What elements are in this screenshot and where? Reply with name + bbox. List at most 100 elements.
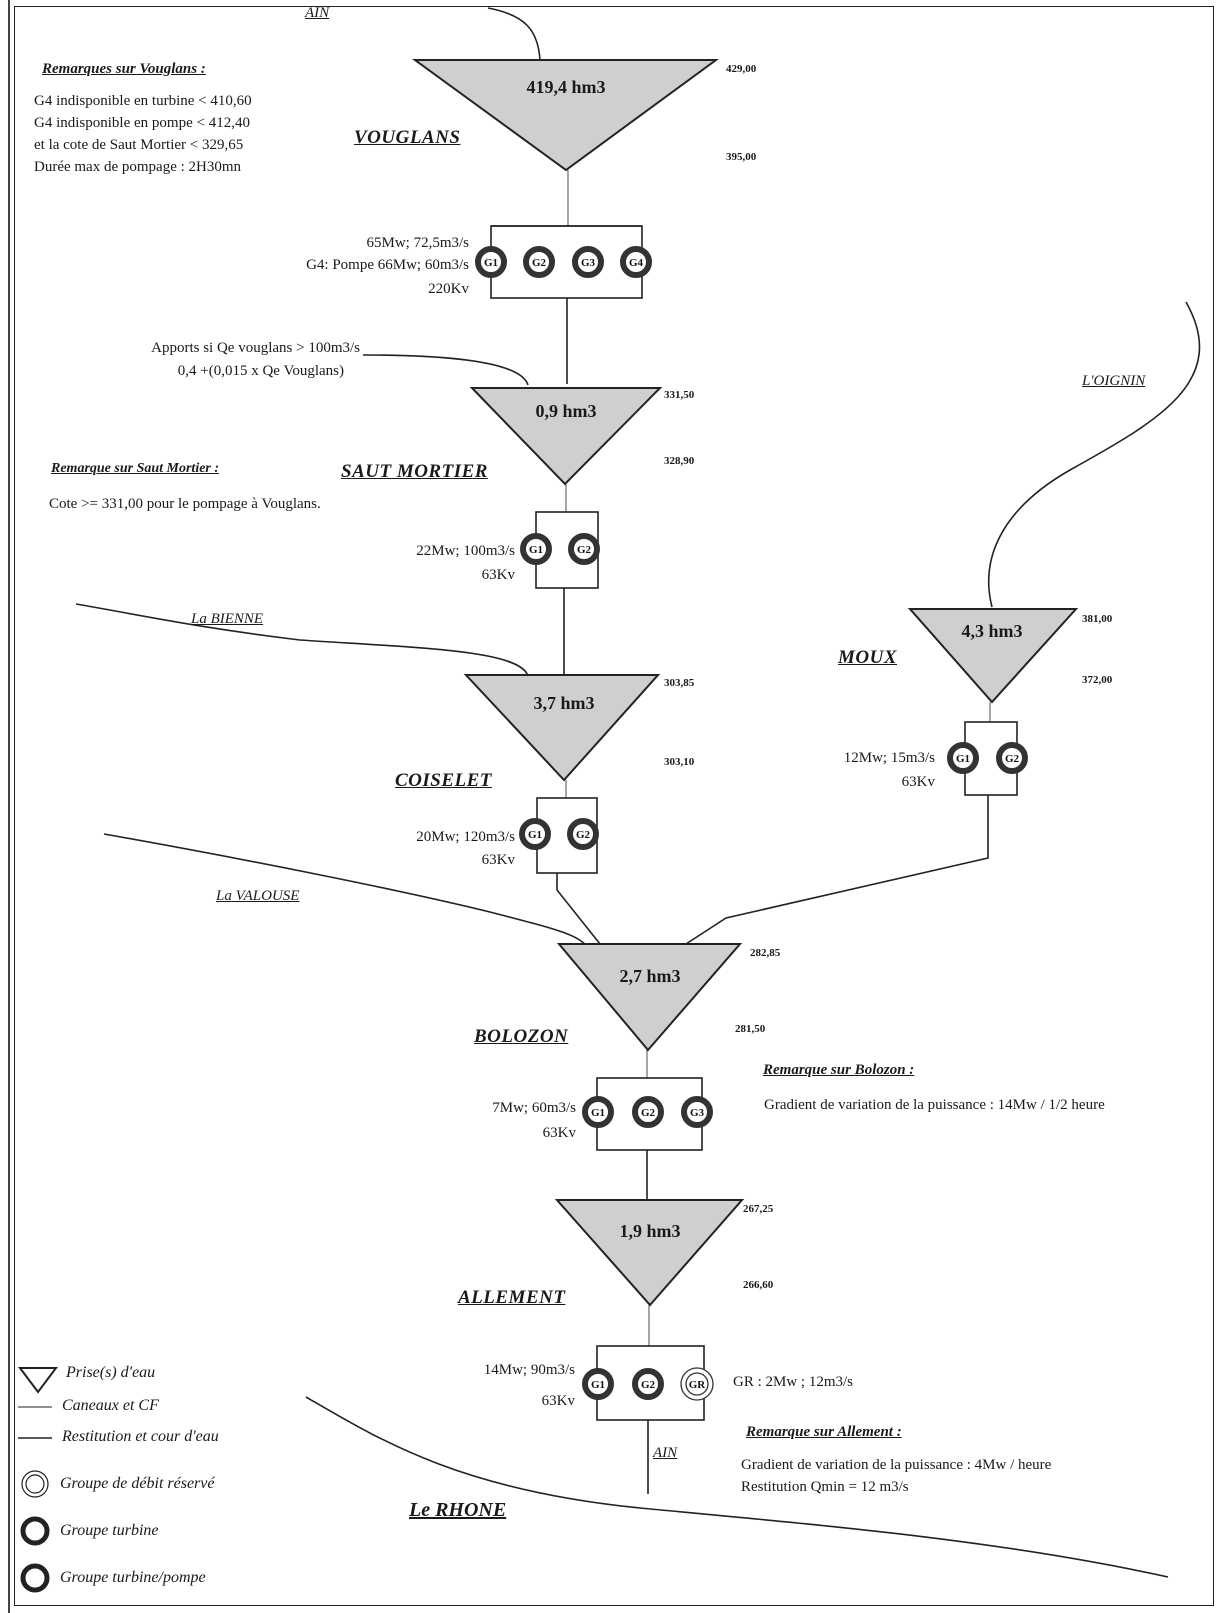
generator-label: G2 [1005, 753, 1020, 765]
elev-low-allement: 266,60 [743, 1279, 774, 1291]
station-name-bolozon: BOLOZON [474, 1026, 569, 1047]
reservoir-saut-mortier [469, 387, 663, 486]
remark-bolozon-title: Remarque sur Bolozon : [763, 1062, 915, 1078]
generator-label: GR [689, 1379, 707, 1391]
generator-label: G1 [956, 753, 970, 765]
elev-low-moux: 372,00 [1082, 674, 1113, 686]
remark-vouglans-title: Remarques sur Vouglans : [42, 61, 206, 77]
generator-saut-mortier-g2: G2 [568, 533, 600, 565]
volume-vouglans: 419,4 hm3 [526, 77, 606, 97]
generator-saut-mortier-g1: G1 [520, 533, 552, 565]
generator-coiselet-g2: G2 [567, 818, 599, 850]
generator-vouglans-g2: G2 [523, 246, 555, 278]
legend-turbine-pompe-label: Groupe turbine/pompe [60, 1569, 206, 1586]
elev-low-saut-mortier: 328,90 [664, 455, 695, 467]
generator-label: G1 [591, 1379, 605, 1391]
legend-pump-icon [20, 1563, 50, 1593]
river-bienne [75, 603, 529, 677]
spec-moux: 12Mw; 15m3/s [843, 750, 935, 766]
elev-low-vouglans: 395,00 [726, 151, 757, 163]
reservoir-moux [907, 608, 1079, 704]
generator-label: G1 [528, 829, 542, 841]
volume-moux: 4,3 hm3 [961, 621, 1023, 641]
diagram-frame [14, 6, 1214, 1606]
remark-vouglans-line: Durée max de pompage : 2H30mn [34, 159, 242, 175]
generator-allement-gr: GR [680, 1367, 714, 1401]
generator-moux-g1: G1 [947, 742, 979, 774]
elev-low-coiselet: 303,10 [664, 756, 695, 768]
generator-bolozon-g1: G1 [582, 1096, 614, 1128]
river-label-rhone: Le RHONE [409, 1499, 507, 1521]
generator-bolozon-g2: G2 [632, 1096, 664, 1128]
generator-vouglans-g1: G1 [475, 246, 507, 278]
station-name-vouglans: VOUGLANS [354, 127, 461, 148]
river-rhone [305, 1396, 1169, 1578]
legend-reserve-icon [21, 1470, 49, 1498]
river-label-oignin: L'OIGNIN [1082, 373, 1146, 389]
remark-allement-line: Restitution Qmin = 12 m3/s [741, 1479, 909, 1495]
elev-high-allement: 267,25 [743, 1203, 774, 1215]
generator-vouglans-g3: G3 [572, 246, 604, 278]
reservoir-vouglans [411, 59, 720, 172]
spec-coiselet: 20Mw; 120m3/s [416, 829, 515, 845]
generator-label: G3 [690, 1107, 705, 1119]
river-label-ain-top: AIN [305, 5, 330, 21]
legend-restitution-label: Restitution et cour d'eau [62, 1428, 219, 1445]
generator-label: G4 [629, 257, 644, 269]
elev-high-vouglans: 429,00 [726, 63, 757, 75]
spec-allement-gr: GR : 2Mw ; 12m3/s [733, 1374, 854, 1390]
spec-moux: 63Kv [901, 774, 935, 790]
river-label-ain-bottom: AIN [653, 1445, 678, 1461]
spec-bolozon: 7Mw; 60m3/s [492, 1100, 576, 1116]
station-name-allement: ALLEMENT [458, 1287, 566, 1308]
generator-label: G2 [641, 1107, 656, 1119]
remark-allement-line: Gradient de variation de la puissance : … [741, 1457, 1052, 1473]
legend-triangle-icon [18, 1367, 58, 1394]
remark-vouglans-line: G4 indisponible en pompe < 412,40 [34, 115, 250, 131]
volume-coiselet: 3,7 hm3 [533, 693, 595, 713]
spec-saut-mortier: 22Mw; 100m3/s [416, 543, 515, 559]
apports-formula: 0,4 +(0,015 x Qe Vouglans) [177, 363, 344, 379]
generator-allement-g2: G2 [632, 1368, 664, 1400]
remark-saut-title: Remarque sur Saut Mortier : [51, 461, 220, 476]
spec-allement: 63Kv [541, 1393, 575, 1409]
station-name-moux: MOUX [838, 647, 898, 668]
generator-coiselet-g1: G1 [519, 818, 551, 850]
generator-label: G2 [641, 1379, 656, 1391]
frame-left-rule [8, 0, 10, 1613]
volume-bolozon: 2,7 hm3 [619, 966, 681, 986]
spec-allement: 14Mw; 90m3/s [483, 1362, 575, 1378]
generator-label: G2 [532, 257, 547, 269]
generator-moux-g2: G2 [996, 742, 1028, 774]
generator-label: G2 [576, 829, 591, 841]
spec-bolozon: 63Kv [542, 1125, 576, 1141]
spec-vouglans: 65Mw; 72,5m3/s [366, 235, 469, 251]
remark-vouglans-line: et la cote de Saut Mortier < 329,65 [34, 137, 244, 153]
legend-reserve-label: Groupe de débit réservé [60, 1475, 215, 1492]
generator-label: G3 [581, 257, 596, 269]
generator-vouglans-g4: G4 [620, 246, 652, 278]
spec-vouglans: G4: Pompe 66Mw; 60m3/s [306, 257, 469, 273]
volume-saut-mortier: 0,9 hm3 [535, 401, 597, 421]
river-label-valouse: La VALOUSE [216, 888, 300, 904]
reservoir-bolozon [556, 943, 743, 1052]
remark-vouglans-line: G4 indisponible en turbine < 410,60 [34, 93, 252, 109]
remark-saut-line: Cote >= 331,00 pour le pompage à Vouglan… [49, 496, 321, 512]
river-ain-top [487, 7, 541, 61]
river-valouse [103, 833, 591, 951]
volume-allement: 1,9 hm3 [619, 1221, 681, 1241]
legend-prise-label: Prise(s) d'eau [66, 1364, 156, 1381]
elev-high-moux: 381,00 [1082, 613, 1113, 625]
generator-label: G1 [484, 257, 498, 269]
legend-canal-label: Caneaux et CF [62, 1397, 159, 1414]
generator-bolozon-g3: G3 [681, 1096, 713, 1128]
elev-high-bolozon: 282,85 [750, 947, 781, 959]
remark-bolozon-line: Gradient de variation de la puissance : … [764, 1097, 1105, 1113]
elev-high-saut-mortier: 331,50 [664, 389, 695, 401]
canal-moux-bolozon [685, 795, 989, 945]
generator-label: G1 [529, 544, 543, 556]
elev-low-bolozon: 281,50 [735, 1023, 766, 1035]
generator-allement-g1: G1 [582, 1368, 614, 1400]
